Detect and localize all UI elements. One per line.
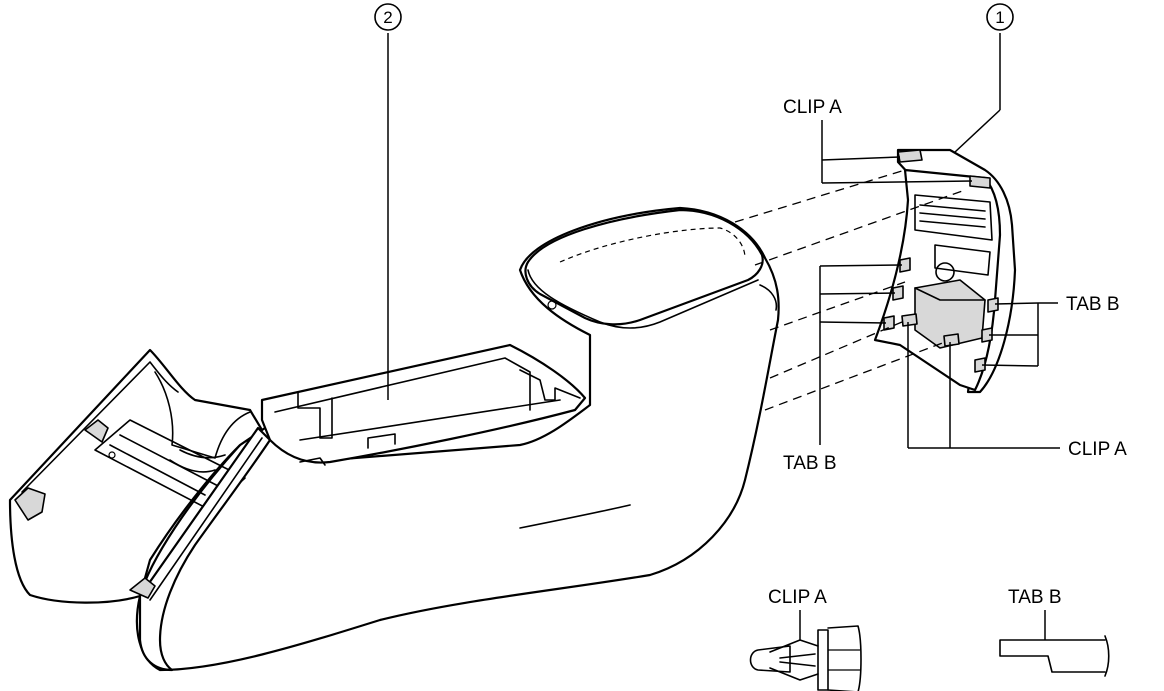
leader-clip-a-top-2 — [821, 180, 973, 184]
console-side-panel — [138, 426, 272, 672]
armrest-lid-edge — [527, 269, 759, 329]
rear-tab-b-left-1 — [899, 257, 911, 273]
clip-a-collar — [817, 629, 829, 691]
assembly-line-2 — [754, 189, 966, 266]
leader-tab-b-left-2 — [819, 292, 896, 295]
label-clip-a-top: CLIP A — [783, 97, 842, 118]
side-panel-edge — [149, 437, 263, 601]
rear-tab-b-left-3 — [883, 315, 895, 331]
clip-a-prongs — [769, 639, 819, 681]
shift-boot-area — [154, 371, 251, 459]
tray-inner-wall — [274, 357, 531, 413]
rear-panel-frame — [873, 168, 1002, 392]
shift-panel — [94, 419, 246, 511]
tab-b-break — [1104, 635, 1110, 677]
rear-panel-top-opening — [914, 194, 993, 241]
armrest-lid-dashed-hinge — [559, 227, 746, 263]
lid-latch — [547, 300, 557, 310]
leader-tab-b-right-1 — [994, 302, 1039, 305]
rear-tab-b-right-2 — [981, 327, 993, 343]
tray-notch — [367, 433, 396, 449]
label-tab-b-left: TAB B — [783, 453, 837, 474]
detail-clip-a-title: CLIP A — [768, 587, 827, 608]
tray-lip — [299, 457, 326, 466]
assembly-lines — [734, 169, 966, 411]
detail-tab-b-title: TAB B — [1008, 587, 1062, 608]
rear-clip-a-1 — [897, 149, 923, 163]
rear-tab-b-left-2 — [892, 285, 904, 301]
tray-post-left — [297, 391, 333, 439]
assembly-line-5 — [764, 341, 946, 411]
rear-panel — [873, 148, 1017, 394]
rear-panel-vent-lines — [919, 204, 986, 228]
cupholder-area — [169, 449, 226, 473]
callout-part2-number: 2 — [383, 8, 392, 27]
callout-part2: 2 — [374, 3, 402, 31]
leader-part1-diagonal — [954, 109, 1001, 153]
rear-clip-a-3 — [901, 313, 918, 327]
callout-part2-circle — [374, 3, 402, 31]
front-clip-mid — [84, 419, 109, 443]
clip-a-panel — [827, 625, 862, 691]
leader-tab-b-right-3 — [981, 364, 1039, 367]
tray-post-right — [519, 369, 581, 401]
rear-tab-b-right-3 — [974, 357, 986, 373]
assembly-line-1 — [734, 169, 906, 223]
leader-tab-b-left-1 — [819, 264, 903, 267]
lid-side — [759, 284, 778, 311]
rear-panel-knob — [935, 262, 955, 282]
leader-tab-b-left-3 — [819, 321, 887, 324]
console-front-section — [8, 348, 264, 604]
tab-b-profile — [999, 639, 1106, 673]
front-clip-left — [14, 487, 46, 521]
rear-panel-mid-opening — [934, 244, 991, 276]
front-bezel-edge — [21, 361, 179, 493]
rear-clip-a-2 — [969, 175, 991, 189]
detail-clip-a: CLIP A — [749, 587, 862, 691]
leader-clip-a-top-1 — [821, 156, 901, 161]
label-clip-a-right: CLIP A — [1068, 439, 1127, 460]
callout-part1: 1 — [986, 3, 1014, 31]
callout-part1-circle — [986, 3, 1014, 31]
label-tab-b-right: TAB B — [1066, 294, 1120, 315]
tray-floor — [299, 399, 561, 441]
side-crease — [519, 504, 631, 529]
assembly-line-4 — [769, 321, 903, 379]
side-clip-bottom — [129, 577, 156, 599]
armrest-lid — [524, 208, 764, 326]
console-body — [8, 206, 780, 672]
rear-clip-a-4 — [943, 333, 960, 347]
callout-part1-number: 1 — [995, 8, 1004, 27]
rear-tab-b-right-1 — [987, 297, 999, 313]
leader-lines — [387, 33, 1060, 449]
panel-screw — [108, 451, 116, 459]
rear-panel-outlet-top — [914, 287, 986, 301]
detail-tab-b: TAB B — [999, 587, 1110, 677]
assembly-line-3 — [769, 281, 906, 331]
clip-a-head — [749, 645, 791, 673]
